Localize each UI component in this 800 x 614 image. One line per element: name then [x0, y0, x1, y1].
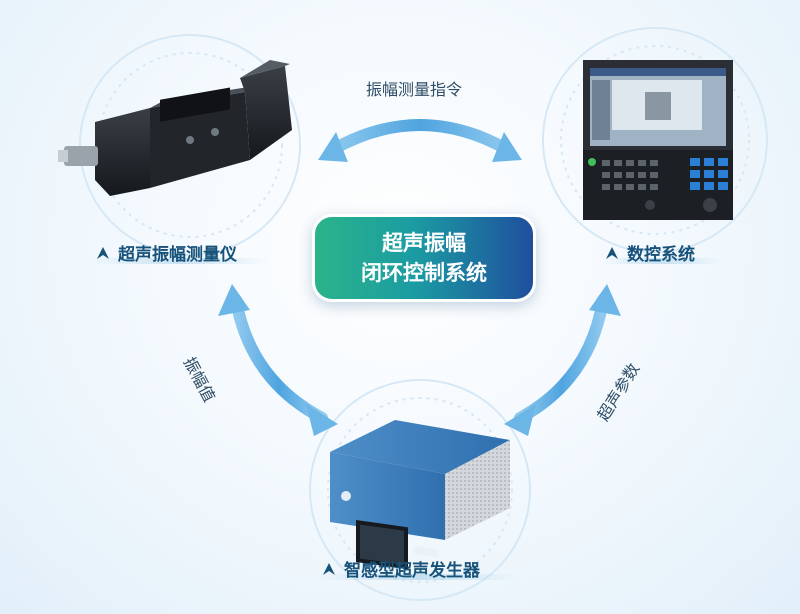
- left-double-arrow: [218, 284, 338, 436]
- node-cnc-system: 数控系统: [605, 240, 695, 265]
- label-arrow-icon: [323, 562, 335, 575]
- label-arrow-icon: [606, 246, 618, 259]
- generator-label-underline: [318, 574, 518, 580]
- top-double-arrow: [318, 119, 522, 162]
- center-title-line1: 超声振幅: [382, 231, 466, 255]
- cnc-label: 数控系统: [627, 245, 695, 265]
- center-control-system: 超声振幅 闭环控制系统: [312, 214, 536, 302]
- generator-label: 智感型超声发生器: [344, 561, 480, 581]
- meter-label: 超声振幅测量仪: [118, 245, 237, 265]
- meter-label-underline: [90, 258, 270, 264]
- center-title-line2: 闭环控制系统: [361, 261, 487, 285]
- right-double-arrow: [504, 284, 621, 436]
- cnc-label-underline: [602, 258, 722, 264]
- label-arrow-icon: [97, 246, 109, 259]
- node-amplitude-meter: 超声振幅测量仪: [96, 240, 237, 265]
- node-ultrasonic-generator: 智感型超声发生器: [322, 556, 480, 581]
- edge-label-top: 振幅测量指令: [366, 80, 463, 99]
